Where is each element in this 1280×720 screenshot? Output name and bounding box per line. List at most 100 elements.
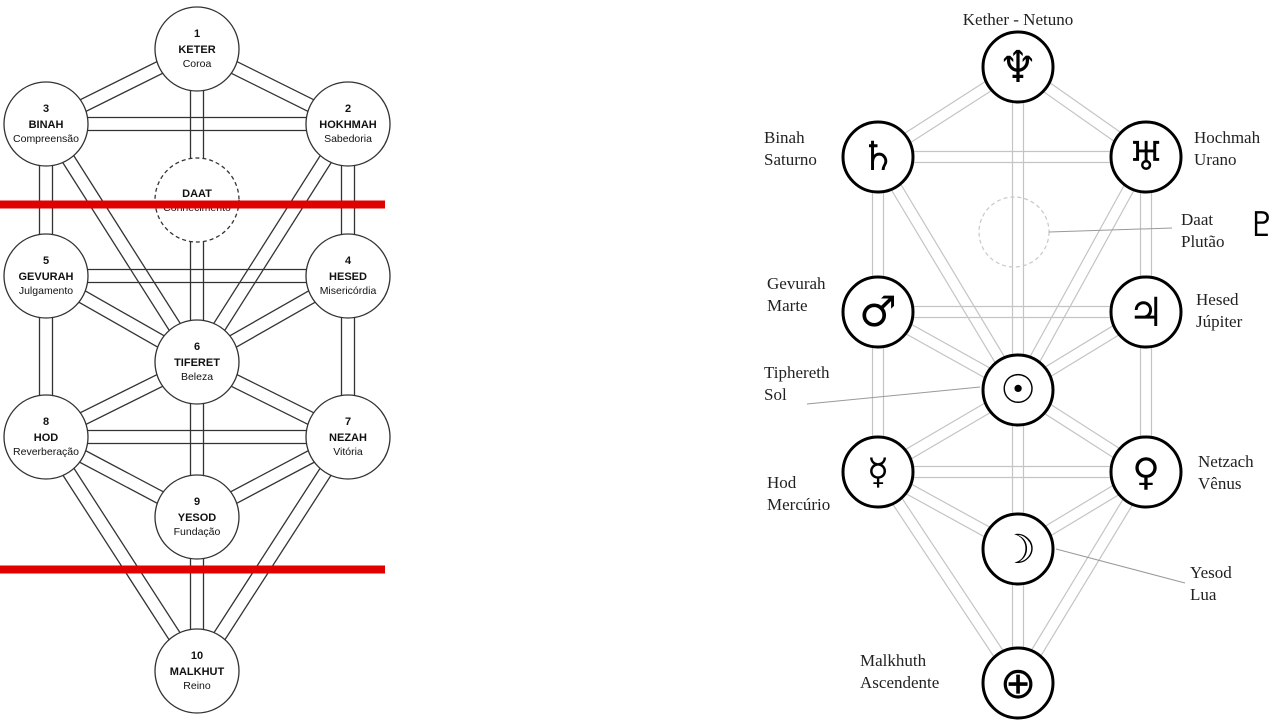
path-line	[50, 120, 204, 359]
sephirah-circle	[154, 628, 240, 714]
label-hochmah: Hochmah	[1194, 128, 1261, 147]
sephirah-circle	[154, 474, 240, 560]
yesod-pointer	[1055, 548, 1186, 584]
path-line	[1012, 468, 1142, 681]
path-line	[201, 127, 355, 366]
label-daat: Plutão	[1181, 232, 1224, 251]
sephirah-number: 1	[194, 28, 200, 40]
sephirah-circle	[305, 81, 391, 167]
sephirah-circle	[305, 233, 391, 319]
planet-circle	[1109, 435, 1183, 509]
sephirah-subtitle: Julgamento	[19, 285, 73, 297]
sephirah-subtitle: Sabedoria	[324, 133, 372, 145]
label-hochmah: Urano	[1194, 150, 1236, 169]
path-line	[190, 433, 344, 668]
path-line	[872, 474, 1014, 687]
label-kether: Kether - Netuno	[963, 10, 1073, 29]
planet-circle	[841, 120, 915, 194]
planet-node-yesod: ☽	[981, 512, 1055, 586]
path-line	[50, 433, 204, 668]
label-gevurah: Gevurah	[767, 274, 826, 293]
label-malkhuth: Malkhuth	[860, 651, 927, 670]
sephirah-name: YESOD	[178, 512, 217, 524]
planet-node-hochmah: ♅	[1109, 120, 1183, 194]
sephirah-name: BINAH	[29, 119, 64, 131]
sun-icon: ☉	[1000, 367, 1036, 413]
path-line	[1022, 159, 1152, 393]
path-line	[1012, 154, 1142, 388]
sephirah-number: 7	[345, 416, 351, 428]
planet-node-malkhuth: ⊕	[981, 646, 1055, 720]
label-malkhuth: Ascendente	[860, 673, 939, 692]
label-binah: Binah	[764, 128, 805, 147]
earth-icon: ⊕	[1000, 658, 1037, 709]
neptune-icon: ♆	[998, 42, 1037, 93]
sephirah-subtitle: Beleza	[181, 371, 213, 383]
sephirah-subtitle: Coroa	[183, 58, 212, 70]
sephirah-name: HOD	[34, 432, 59, 444]
label-yesod: Lua	[1190, 585, 1217, 604]
sephirah-circle	[3, 81, 89, 167]
sephirah-circle	[3, 394, 89, 480]
planet-circle	[1109, 120, 1183, 194]
label-gevurah: Marte	[767, 296, 808, 315]
sephirah-circle	[305, 394, 391, 480]
planet-node-netzach: ♀	[1109, 435, 1183, 509]
sephirah-subtitle: Misericórdia	[320, 285, 377, 297]
saturn-icon: ♄	[860, 134, 896, 180]
tiphereth-pointer	[806, 386, 981, 405]
sephirah-subtitle: Vitória	[333, 446, 363, 458]
label-yesod: Yesod	[1190, 563, 1232, 582]
sephirah-number: 6	[194, 341, 200, 353]
label-hesed: Hesed	[1196, 290, 1239, 309]
mars-icon: ♂	[859, 287, 897, 336]
sephirah-circle	[154, 6, 240, 92]
sephirah-subtitle: Fundação	[174, 526, 221, 538]
planet-node-hod: ☿	[841, 435, 915, 509]
path-line	[39, 440, 193, 675]
path-line	[190, 120, 344, 359]
label-netzach: Vênus	[1198, 474, 1241, 493]
planet-circle	[1109, 275, 1183, 349]
label-tiphereth: Sol	[764, 385, 787, 404]
right-planet-nodes: ♆ ♄ ♅ ♂ ♃ ☉ ☿ ♀ ☽ ⊕	[841, 30, 1183, 720]
sephirah-name: HESED	[329, 271, 367, 283]
daat-pointer	[1048, 227, 1173, 233]
daat-circle-right	[978, 196, 1050, 268]
sephirah-subtitle: Reino	[183, 680, 211, 692]
label-hod: Hod	[767, 473, 797, 492]
planet-node-binah: ♄	[841, 120, 915, 194]
sephirah-subtitle: Reverberação	[13, 446, 79, 458]
label-netzach: Netzach	[1198, 452, 1254, 471]
path-line	[882, 468, 1024, 681]
planet-circle	[981, 30, 1055, 104]
planet-node-kether: ♆	[981, 30, 1055, 104]
sephirah-number: 3	[43, 103, 49, 115]
sephirah-number: 8	[43, 416, 49, 428]
path-line	[872, 159, 1014, 394]
sephirah-number: 10	[191, 650, 203, 662]
path-line	[1022, 474, 1152, 687]
sephirah-subtitle: Compreensão	[13, 133, 79, 145]
moon-icon: ☽	[1000, 527, 1036, 573]
label-binah: Saturno	[764, 150, 817, 169]
path-line	[201, 440, 355, 675]
jupiter-icon: ♃	[1128, 290, 1164, 336]
planet-circle	[841, 275, 915, 349]
left-tree-of-life: 1KETERCoroa2HOKHMAHSabedoria3BINAHCompre…	[0, 6, 391, 714]
label-daat: Daat	[1181, 210, 1213, 229]
sephirah-circle	[3, 233, 89, 319]
label-tiphereth: Tiphereth	[764, 363, 830, 382]
daat-name: DAAT	[182, 188, 212, 200]
label-hesed: Júpiter	[1196, 312, 1243, 331]
planet-node-hesed: ♃	[1109, 275, 1183, 349]
path-line	[882, 153, 1024, 388]
